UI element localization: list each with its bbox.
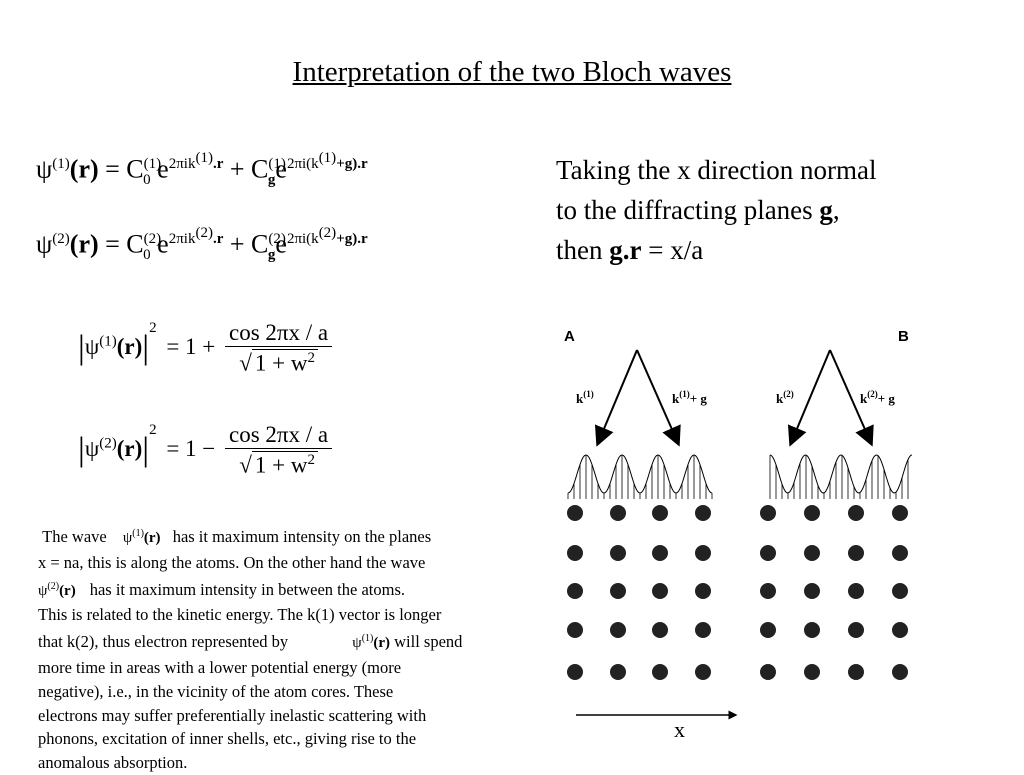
label-k2: k(2) bbox=[776, 389, 794, 406]
direction-note-line-3: then g.r = x/a bbox=[556, 235, 704, 265]
atom-a-2-1 bbox=[610, 583, 626, 599]
atom-b-4-2 bbox=[848, 664, 864, 680]
atom-a-1-2 bbox=[652, 545, 668, 561]
panel-a-label: A bbox=[564, 328, 575, 345]
atom-b-2-1 bbox=[804, 583, 820, 599]
standing-waves bbox=[567, 454, 913, 499]
atom-b-1-2 bbox=[848, 545, 864, 561]
inline-psi-3: ψ(1)(r) bbox=[352, 633, 391, 652]
atom-a-3-3 bbox=[695, 622, 711, 638]
atom-a-3-0 bbox=[567, 622, 583, 638]
intensity-equation-2: |ψ(2)(r)|2 = 1 − cos 2πx / a√1 + w2 bbox=[78, 422, 333, 479]
atom-a-4-1 bbox=[610, 664, 626, 680]
wave-b bbox=[769, 454, 913, 494]
atom-a-1-3 bbox=[695, 545, 711, 561]
atom-b-3-0 bbox=[760, 622, 776, 638]
atom-b-1-3 bbox=[892, 545, 908, 561]
panel-b-label: B bbox=[898, 328, 909, 345]
beam-k1-plus-g bbox=[636, 349, 681, 447]
beam-k2-plus-g bbox=[829, 349, 874, 447]
atom-b-2-3 bbox=[892, 583, 908, 599]
inline-psi-2: ψ(2)(r) bbox=[38, 580, 76, 599]
atom-a-0-3 bbox=[695, 505, 711, 521]
atom-a-0-2 bbox=[652, 505, 668, 521]
bloch-wave-diagram: A B k(1) k(1)+ g k(2) k(2)+ g x bbox=[564, 328, 913, 742]
atom-a-1-0 bbox=[567, 545, 583, 561]
atom-b-3-3 bbox=[892, 622, 908, 638]
atom-a-0-0 bbox=[567, 505, 583, 521]
x-axis-label: x bbox=[674, 717, 685, 742]
direction-note: Taking the x direction normal to the dif… bbox=[556, 150, 996, 270]
atom-b-0-1 bbox=[804, 505, 820, 521]
atom-b-3-1 bbox=[804, 622, 820, 638]
atom-b-2-0 bbox=[760, 583, 776, 599]
atom-b-1-1 bbox=[804, 545, 820, 561]
atom-a-2-0 bbox=[567, 583, 583, 599]
atom-lattice bbox=[567, 505, 908, 680]
beam-k1 bbox=[594, 349, 638, 447]
direction-note-line-1: Taking the x direction normal bbox=[556, 155, 877, 185]
direction-note-line-2: to the diffracting planes g, bbox=[556, 195, 840, 225]
bloch-wave-equation-2: ψ(2)(r) = C(2)0 e2πik(2).r + C(2)ge2πi(k… bbox=[36, 225, 368, 263]
atom-b-0-3 bbox=[892, 505, 908, 521]
atom-b-3-2 bbox=[848, 622, 864, 638]
wave-a bbox=[567, 454, 713, 494]
atom-a-4-0 bbox=[567, 664, 583, 680]
atom-b-0-2 bbox=[848, 505, 864, 521]
atom-a-2-3 bbox=[695, 583, 711, 599]
atom-a-2-2 bbox=[652, 583, 668, 599]
beam-k2 bbox=[787, 349, 831, 447]
atom-b-4-1 bbox=[804, 664, 820, 680]
inline-psi-1: ψ(1)(r) bbox=[122, 528, 161, 546]
atom-a-3-1 bbox=[610, 622, 626, 638]
atom-a-3-2 bbox=[652, 622, 668, 638]
atom-a-4-2 bbox=[652, 664, 668, 680]
bloch-wave-equation-1: ψ(1)(r) = C(1)0 e2πik(1).r + C(1)ge2πi(k… bbox=[36, 150, 368, 188]
slide-title: Interpretation of the two Bloch waves bbox=[292, 56, 732, 88]
atom-b-1-0 bbox=[760, 545, 776, 561]
atom-b-4-0 bbox=[760, 664, 776, 680]
atom-b-2-2 bbox=[848, 583, 864, 599]
explanation-paragraph: The wave ψ(1)(r) has it maximum intensit… bbox=[38, 527, 463, 773]
atom-a-0-1 bbox=[610, 505, 626, 521]
intensity-equation-1: |ψ(1)(r)|2 = 1 + cos 2πx / a√1 + w2 bbox=[78, 320, 333, 377]
atom-a-1-1 bbox=[610, 545, 626, 561]
label-k2-plus-g: k(2)+ g bbox=[860, 389, 895, 406]
atom-b-0-0 bbox=[760, 505, 776, 521]
atom-b-4-3 bbox=[892, 664, 908, 680]
atom-a-4-3 bbox=[695, 664, 711, 680]
label-k1: k(1) bbox=[576, 389, 594, 406]
label-k1-plus-g: k(1)+ g bbox=[672, 389, 707, 406]
